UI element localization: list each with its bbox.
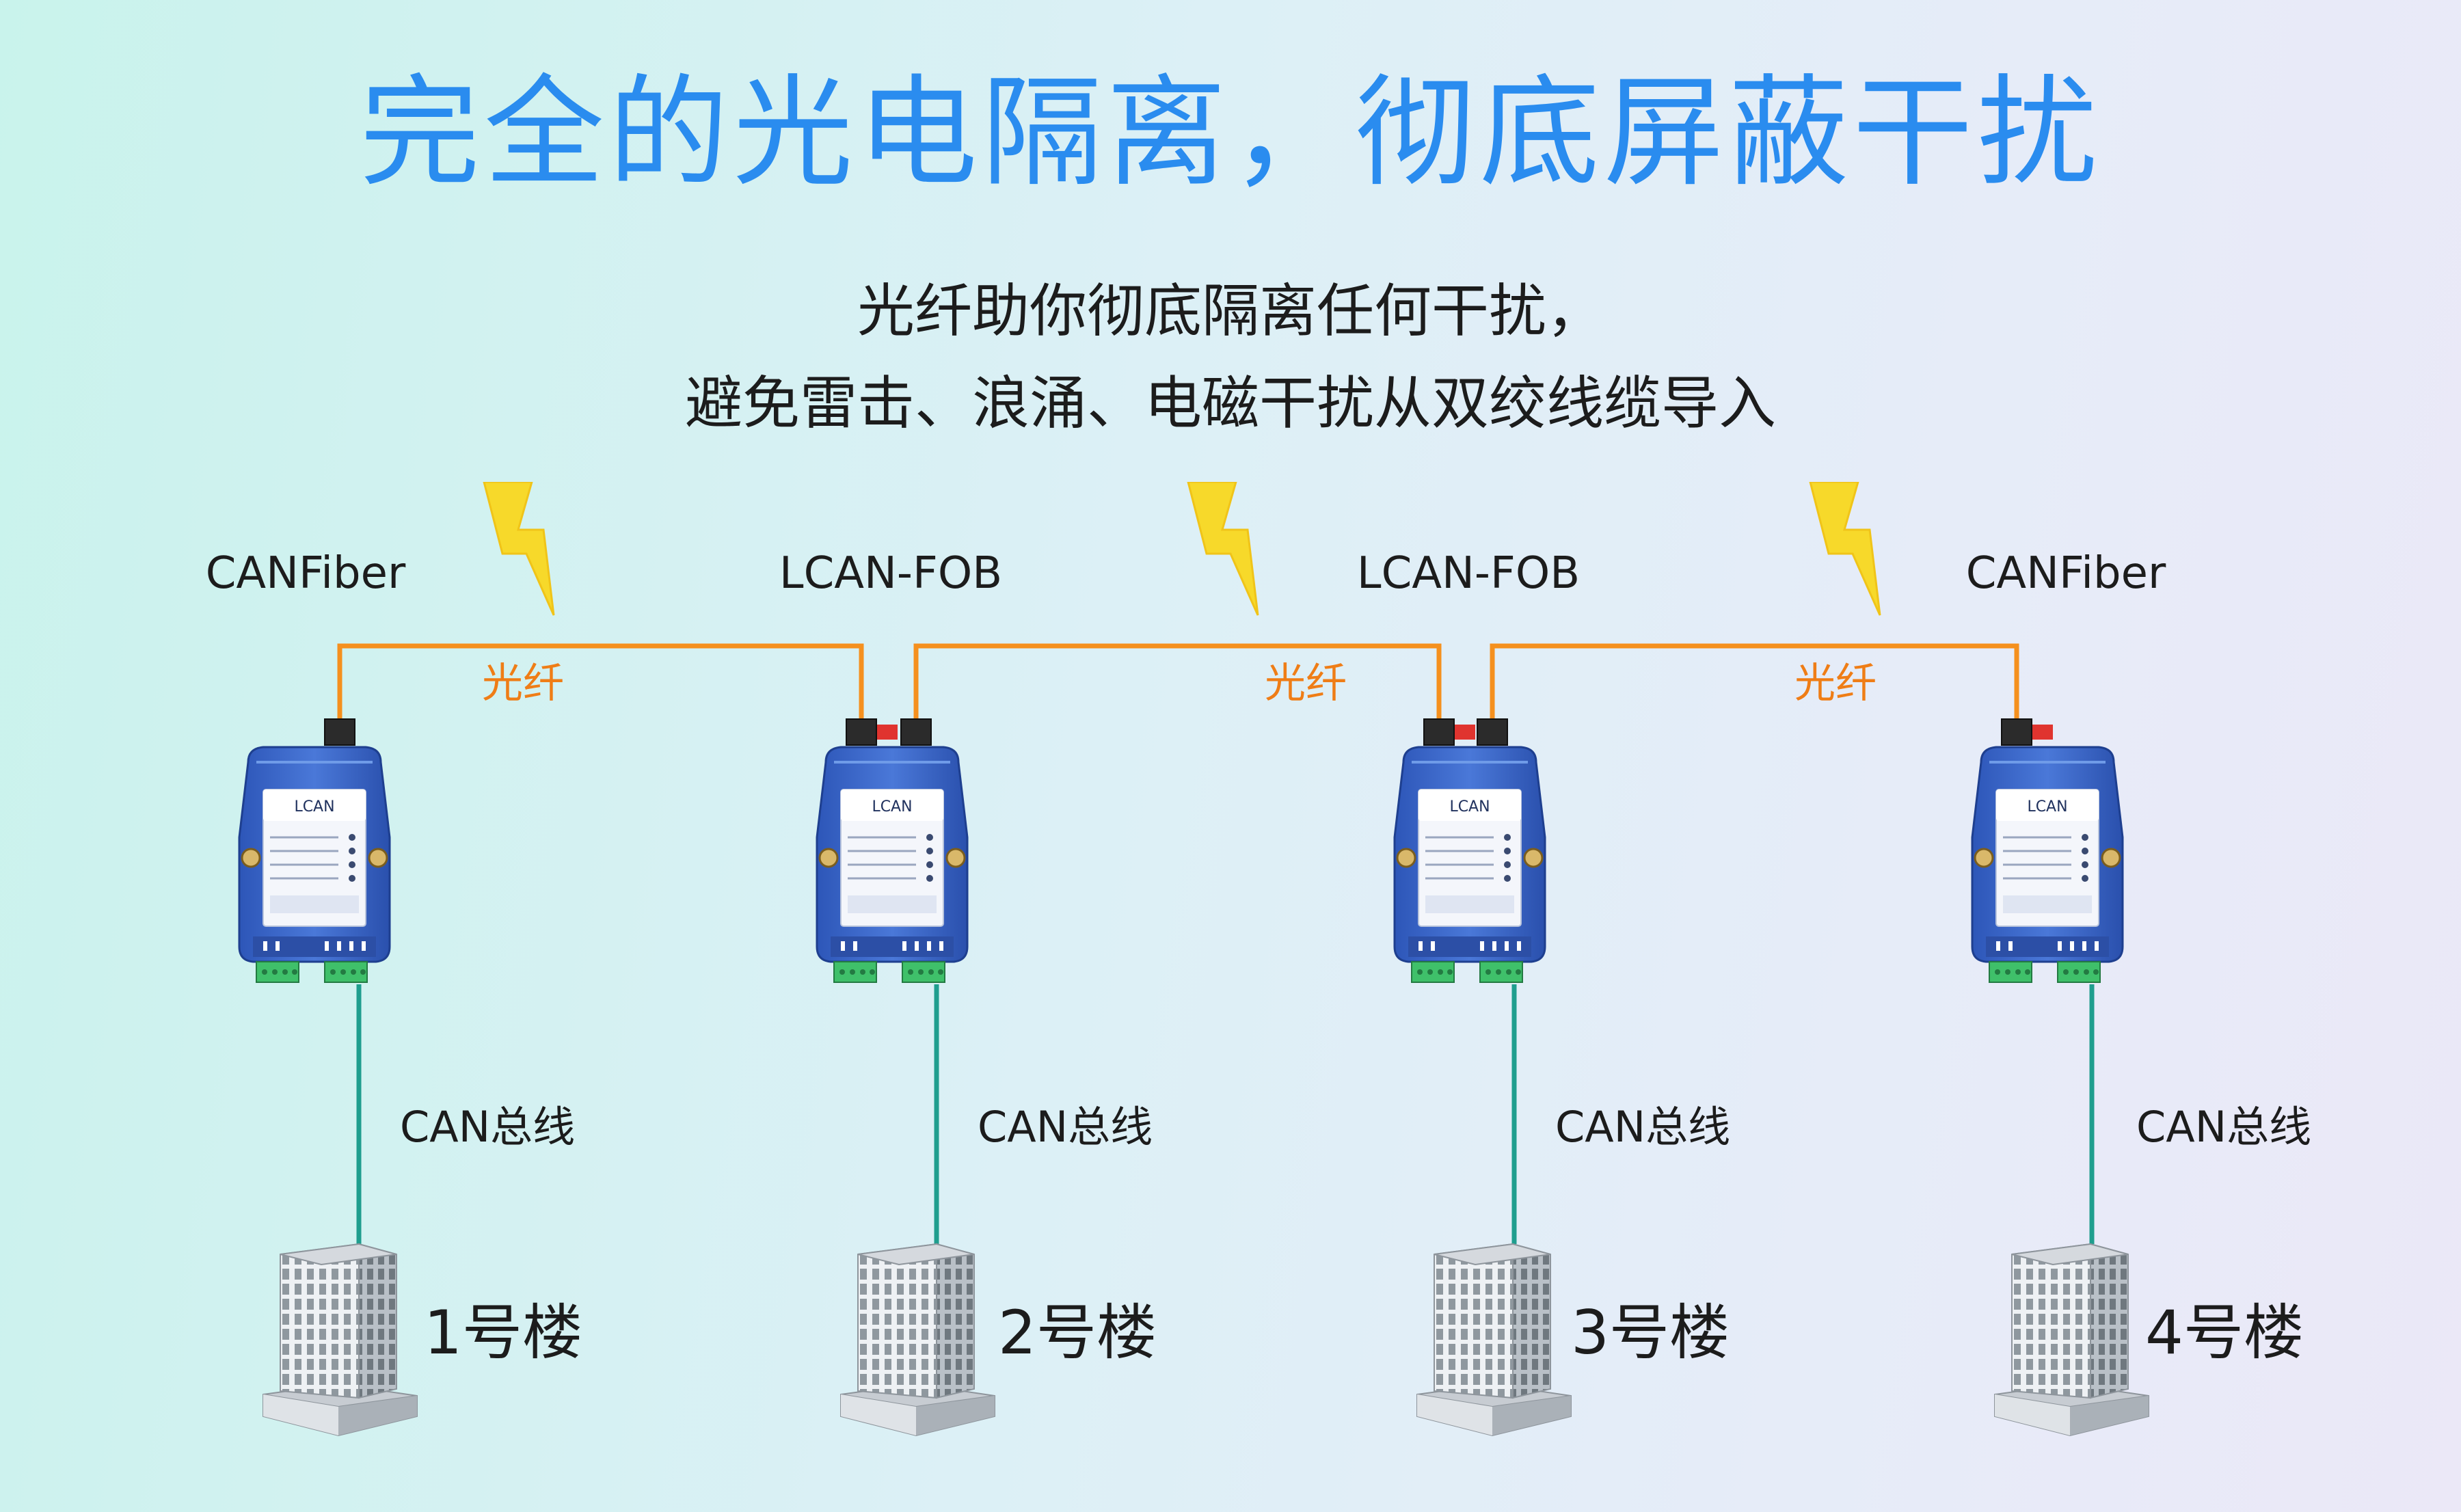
building-icon: [1416, 1243, 1572, 1436]
building-label-3: 3号楼: [1571, 1297, 1730, 1368]
building-icon: [263, 1243, 418, 1436]
can-bus-label-2: CAN总线: [978, 1102, 1153, 1152]
building-label-4: 4号楼: [2145, 1297, 2304, 1368]
device-model-label-4: CANFiber: [1966, 548, 2166, 599]
subtitle-line-2: 避免雷击、浪涌、电磁干扰从双绞线缆导入: [684, 370, 1776, 437]
fiber-label-2: 光纤: [1265, 660, 1347, 707]
fiber-label-1: 光纤: [482, 660, 564, 707]
fiber-links: [337, 643, 2019, 721]
lightning-icon: [1809, 482, 1881, 617]
can-bus-lines: [356, 984, 2095, 1244]
building-icon: [1994, 1243, 2149, 1436]
fiber-ports: [324, 718, 2032, 746]
fiber-converter-icon: [816, 746, 969, 984]
lightning-icon: [483, 482, 555, 617]
lightning-icon: [1187, 482, 1259, 617]
building-label-2: 2号楼: [998, 1297, 1157, 1368]
device-model-label-1: CANFiber: [206, 548, 406, 599]
can-bus-label-1: CAN总线: [400, 1102, 575, 1152]
page-title: 完全的光电隔离，彻底屏蔽干扰: [359, 63, 2101, 203]
device-model-label-2: LCAN-FOB: [779, 548, 1002, 599]
subtitle-line-1: 光纤助你彻底隔离任何干扰，: [857, 278, 1604, 345]
fiber-label-3: 光纤: [1794, 660, 1877, 707]
can-bus-label-4: CAN总线: [2136, 1102, 2311, 1152]
building-label-1: 1号楼: [424, 1297, 582, 1368]
fiber-converter-icon: [1971, 746, 2124, 984]
port-caps: [877, 725, 2053, 740]
building-icon: [840, 1243, 995, 1436]
fiber-converter-icon: [1393, 746, 1546, 984]
device-model-label-3: LCAN-FOB: [1357, 548, 1580, 599]
fiber-converter-icon: [238, 746, 391, 984]
can-bus-label-3: CAN总线: [1555, 1102, 1730, 1152]
